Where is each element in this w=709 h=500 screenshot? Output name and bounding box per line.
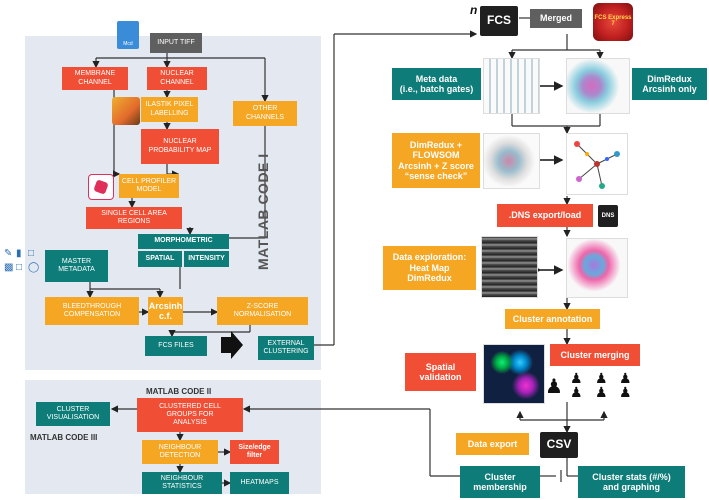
dimredux-arcsinh-box: DimRedux Arcsinh only — [632, 68, 707, 100]
fcs-file-icon: FCS — [480, 6, 518, 36]
cellprofiler-icon — [88, 174, 114, 200]
membrane-channel-box: MEMBRANE CHANNEL — [62, 67, 128, 90]
bar-icon: ▮ — [16, 248, 22, 259]
meta-data-box: Meta data (i.e., batch gates) — [392, 68, 481, 100]
external-clustering-box: EXTERNAL CLUSTERING — [258, 336, 314, 360]
single-cell-area-box: SINGLE CELL AREA REGIONS — [86, 207, 182, 229]
cellprofiler-box: CELL PROFILER MODEL — [119, 174, 179, 198]
person-icon: ♟ — [570, 370, 583, 386]
cluster-annotation-box: Cluster annotation — [505, 309, 600, 329]
heatmap-thumbnail — [481, 236, 538, 298]
csv-icon-label: CSV — [546, 437, 572, 452]
n-label: n — [470, 3, 478, 17]
tube-icon: ✎ — [4, 248, 13, 259]
file-icon-label: Mcd — [123, 41, 133, 47]
arcsinh-box: Arcsinh c.f. — [148, 297, 183, 325]
flowsom-tree-thumbnail — [566, 133, 628, 195]
fcs-icon-label: FCS — [487, 13, 511, 28]
dimredux-arcsinh-thumbnail — [566, 58, 630, 114]
spatial-box: SPATIAL — [138, 251, 182, 267]
cluster-visualisation-box: CLUSTER VISUALISATION — [36, 402, 110, 426]
clustered-cell-groups-box: CLUSTERED CELL GROUPS FOR ANALYSIS — [137, 398, 243, 432]
morphometric-box: MORPHOMETRIC — [138, 234, 229, 249]
ilastik-box: ILASTIK PIXEL LABELLING — [141, 97, 198, 122]
intensity-box: INTENSITY — [184, 251, 229, 267]
cluster-membership-box: Cluster membership — [460, 466, 540, 498]
matlab-code-3-title: MATLAB CODE III — [30, 433, 98, 442]
flowsom-tsne-thumbnail — [483, 133, 540, 189]
size-edge-filter-box: Size/edge filter — [230, 440, 279, 464]
data-exploration-box: Data exploration: Heat Map DimRedux — [383, 246, 476, 290]
dimredux-flowsom-box: DimRedux + FLOWSOM Arcsinh + Z score “se… — [392, 133, 480, 188]
neighbour-detection-box: NEIGHBOUR DETECTION — [142, 440, 218, 464]
person-icon: ♟ — [595, 370, 608, 386]
master-metadata-box: MASTER METADATA — [45, 250, 108, 282]
csv-file-icon: CSV — [540, 432, 578, 458]
nuclear-channel-box: NUCLEAR CHANNEL — [147, 67, 207, 90]
heatmaps-box: HEATMAPS — [230, 472, 289, 494]
flowsom-tree-icon — [574, 141, 620, 189]
fcs-files-box: FCS FILES — [145, 336, 207, 356]
cluster-stats-box: Cluster stats (#/%) and graphing — [578, 466, 685, 498]
db-icon: ▩ — [4, 262, 14, 273]
merged-box: Merged — [530, 9, 582, 28]
dns-export-box: .DNS export/load — [497, 204, 593, 227]
person-icon: ♟ — [545, 376, 563, 398]
meta-data-plot-thumbnail — [483, 58, 540, 114]
fcs-express-logo-text: FCS Express 7 — [594, 15, 632, 27]
cellprofiler-icon-mark — [93, 179, 109, 195]
neighbour-statistics-box: NEIGHBOUR STATISTICS — [142, 472, 222, 494]
file-icon: Mcd — [117, 21, 139, 49]
spatial-image-thumbnail — [483, 344, 545, 404]
sheet-icon: □ — [16, 262, 23, 273]
person-icon: ♟ — [619, 370, 632, 386]
big-arrow-icon — [221, 331, 243, 359]
ilastik-icon — [112, 97, 140, 125]
person-icon: ♟ — [570, 384, 583, 400]
spatial-validation-box: Spatial validation — [405, 353, 476, 391]
other-channels-box: OTHER CHANNELS — [233, 101, 297, 126]
matlab-code-2-title: MATLAB CODE II — [146, 387, 212, 396]
zscore-box: Z-SCORE NORMALISATION — [217, 297, 308, 325]
nuclear-probability-map-box: NUCLEAR PROBABILITY MAP — [141, 129, 219, 164]
dimredux-exploration-thumbnail — [566, 238, 628, 298]
doc-icon: □ — [28, 248, 35, 259]
fcs-express-logo: FCS Express 7 — [593, 3, 633, 41]
dns-file-icon: DNS — [598, 205, 618, 227]
people-icons: ♟ ♟ ♟ ♟ ♟ ♟ ♟ — [545, 370, 640, 402]
person-icon: ♟ — [619, 384, 632, 400]
person-icon: ♟ — [595, 384, 608, 400]
data-export-box: Data export — [456, 433, 529, 455]
input-tiff-box: INPUT TIFF — [150, 33, 202, 53]
matlab-code-1-title: MATLAB CODE I — [255, 153, 271, 270]
metadata-icons: ✎ ▮ □ ▩ □ ◯ — [4, 248, 40, 276]
bleedthrough-box: BLEEDTHROUGH COMPENSATION — [45, 297, 139, 325]
flow-icon: ◯ — [28, 262, 40, 273]
dns-icon-label: DNS — [601, 212, 615, 219]
cluster-merging-box: Cluster merging — [550, 344, 640, 366]
